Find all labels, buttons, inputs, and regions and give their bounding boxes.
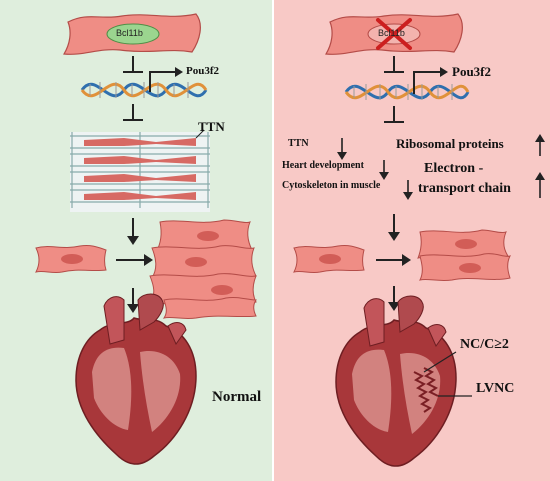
lvnc-outcome-label: LVNC	[476, 381, 515, 396]
down-arrow-icon	[127, 218, 139, 245]
down-arrow-icon	[127, 288, 139, 313]
up-arrow-icon	[535, 134, 545, 156]
down-arrow-icon	[388, 214, 400, 241]
pointer-lines	[423, 351, 472, 397]
heart-icon	[335, 295, 457, 467]
promoter-arrow-icon	[413, 67, 448, 94]
knockout-panel-graphics	[274, 0, 550, 481]
down-gene-cytoskeleton: Cytoskeleton in muscle	[282, 180, 381, 191]
promoter-arrow-icon	[149, 67, 183, 92]
normal-panel: Bcl11b Pou3f2 TTN Normal	[0, 0, 272, 481]
sarcomere-ttn	[70, 129, 210, 212]
electron-transport-line1: Electron -	[424, 161, 484, 176]
inhibition-icon	[384, 106, 404, 123]
bcl11b-gene-label: Bcl11b	[378, 28, 405, 38]
down-gene-ttn: TTN	[288, 138, 309, 149]
pou3f2-label: Pou3f2	[186, 65, 219, 77]
bcl11b-cell	[62, 13, 201, 55]
down-arrow-icon	[388, 286, 400, 311]
dna-helix-icon	[80, 82, 208, 98]
reduced-cardiomyocytes	[417, 229, 511, 282]
single-cardiomyocyte	[293, 245, 365, 274]
pou3f2-label: Pou3f2	[452, 64, 491, 79]
up-gene-ribosomal-proteins: Ribosomal proteins	[396, 136, 504, 151]
inhibition-icon	[384, 56, 404, 73]
down-arrow-icon	[337, 138, 347, 160]
up-arrow-icon	[535, 172, 545, 198]
single-cardiomyocyte	[35, 245, 107, 274]
knockout-panel: Bcl11b Pou3f2 TTN Heart development Cyto…	[274, 0, 550, 481]
bcl11b-gene-label: Bcl11b	[116, 28, 143, 38]
cell-nuclei	[185, 231, 233, 295]
inhibition-icon	[123, 56, 143, 73]
normal-outcome-label: Normal	[212, 389, 262, 405]
ttn-label: TTN	[198, 119, 225, 134]
down-arrow-icon	[403, 180, 413, 200]
inhibition-icon	[123, 104, 143, 121]
proliferation-arrow	[376, 254, 411, 266]
trabeculations	[413, 367, 439, 413]
down-arrow-icon	[379, 160, 389, 180]
cell-nuclei	[455, 239, 481, 273]
proliferation-arrow	[116, 254, 153, 266]
dna-helix-icon	[344, 84, 470, 100]
down-gene-heart-development: Heart development	[282, 160, 364, 171]
electron-transport-line2: transport chain	[418, 181, 511, 196]
normal-panel-graphics	[0, 0, 272, 481]
knockout-x-icon	[376, 18, 412, 50]
heart-icon	[75, 293, 197, 465]
nc-c-ratio-label: NC/C≥2	[460, 337, 509, 352]
